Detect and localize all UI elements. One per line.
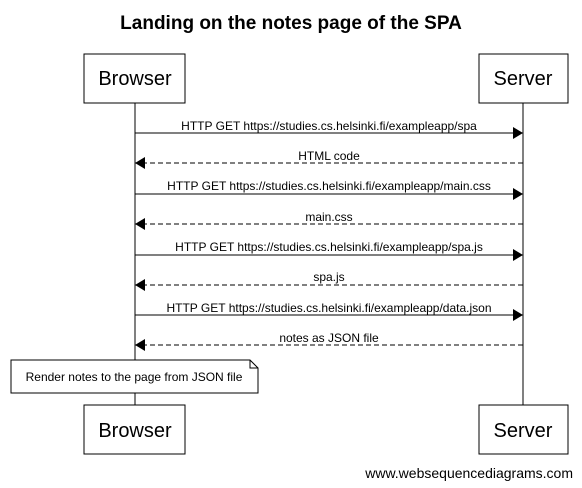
actor-server-bottom: Server [478, 404, 569, 455]
actor-server-top: Server [478, 53, 569, 104]
message-8: notes as JSON file [135, 331, 523, 351]
message-5: HTTP GET https://studies.cs.helsinki.fi/… [135, 240, 523, 261]
message-3: HTTP GET https://studies.cs.helsinki.fi/… [135, 179, 523, 200]
actor-browser-label: Browser [98, 68, 172, 90]
actor-browser-label: Browser [98, 420, 172, 442]
note-text: Render notes to the page from JSON file [26, 370, 243, 384]
message-label: HTTP GET https://studies.cs.helsinki.fi/… [166, 301, 491, 315]
note-browser: Render notes to the page from JSON file [10, 359, 259, 394]
message-label: HTTP GET https://studies.cs.helsinki.fi/… [175, 240, 483, 254]
message-2: HTML code [135, 149, 523, 169]
watermark-link[interactable]: www.websequencediagrams.com [364, 465, 573, 481]
message-4: main.css [135, 210, 523, 230]
message-label: HTML code [298, 149, 360, 163]
message-label: spa.js [313, 270, 344, 284]
actor-server-label: Server [494, 420, 553, 442]
message-6: spa.js [135, 270, 523, 291]
message-label: notes as JSON file [279, 331, 379, 345]
actor-browser-top: Browser [83, 53, 186, 104]
message-label: HTTP GET https://studies.cs.helsinki.fi/… [167, 179, 491, 193]
message-label: HTTP GET https://studies.cs.helsinki.fi/… [181, 119, 477, 133]
actor-server-label: Server [494, 68, 553, 90]
actor-browser-bottom: Browser [83, 404, 186, 455]
diagram-title: Landing on the notes page of the SPA [120, 13, 462, 34]
message-1: HTTP GET https://studies.cs.helsinki.fi/… [135, 119, 523, 139]
message-7: HTTP GET https://studies.cs.helsinki.fi/… [135, 301, 523, 321]
message-label: main.css [305, 210, 352, 224]
